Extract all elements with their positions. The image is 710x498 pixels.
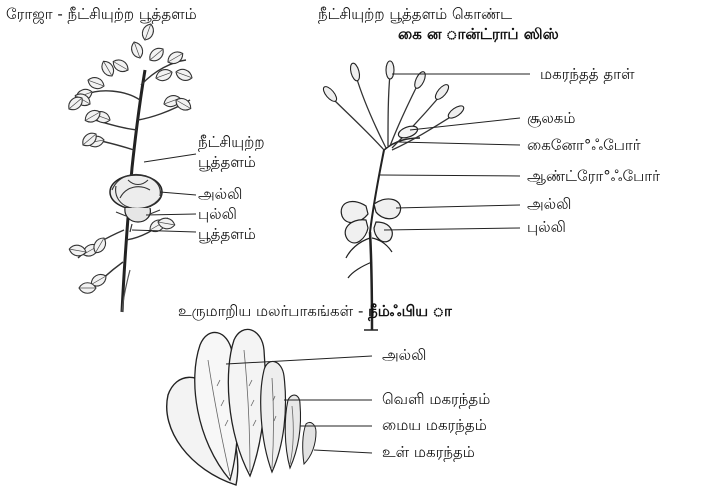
- gynandropsis-subtitle: கை ன ான்ட்ராப் ஸிஸ்: [398, 26, 559, 43]
- nym-label-inner-stamen: உள் மகரந்தம்: [382, 444, 475, 461]
- nym-label-middle-stamen: மைய மகரந்தம்: [382, 417, 487, 434]
- rose-label-extended-thalamus-1: நீட்சியுற்ற: [198, 134, 265, 151]
- rose-leaves: [66, 22, 194, 149]
- middle-stamen: [285, 395, 300, 468]
- nymphaea-title-prefix: உருமாறிய மலர்பாகங்கள் -: [178, 302, 368, 320]
- gyn-label-gynophore: கைனோ°ஃபோர்: [527, 137, 641, 154]
- rose-title: ரோஜா - நீட்சியுற்ற பூத்தளம்: [6, 6, 197, 23]
- rose-label-sepal: புல்லி: [198, 206, 237, 223]
- gyn-label-sepal: புல்லி: [527, 219, 566, 236]
- rose-drawing: [66, 22, 196, 312]
- gyn-label-ovary: சூலகம்: [527, 110, 575, 127]
- rose-label-thalamus: பூத்தளம்: [198, 226, 256, 243]
- inner-stamen: [303, 422, 316, 464]
- nym-label-outer-stamen: வெளி மகரந்தம்: [382, 391, 490, 408]
- nymphaea-drawing: [167, 329, 372, 485]
- nymphaea-title: உருமாறிய மலர்பாகங்கள் - நீம்ஃபிய ா: [178, 303, 452, 320]
- gynandropsis-title: நீட்சியுற்ற பூத்தளம் கொண்ட: [318, 6, 512, 23]
- nym-label-petal: அல்லி: [382, 347, 426, 364]
- nymphaea-title-name: நீம்ஃபிய ா: [368, 302, 452, 320]
- gyn-label-androphore: ஆண்ட்ரோ°ஃபோர்: [527, 168, 660, 185]
- gynandropsis-drawing: [321, 61, 530, 330]
- rose-label-petal: அல்லி: [198, 186, 242, 203]
- rose-label-extended-thalamus-2: பூத்தளம்: [198, 154, 256, 171]
- gyn-label-petal: அல்லி: [527, 196, 571, 213]
- gyn-label-anther: மகரந்தத் தாள்: [540, 66, 635, 83]
